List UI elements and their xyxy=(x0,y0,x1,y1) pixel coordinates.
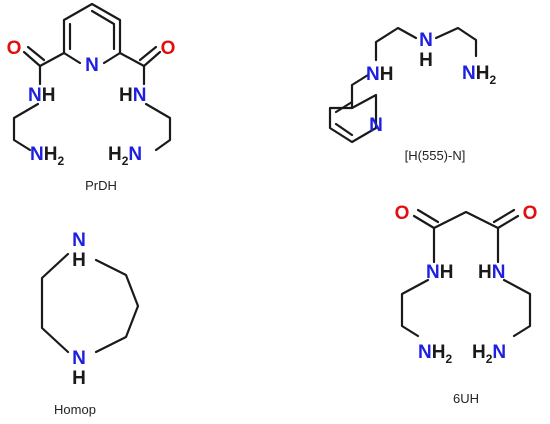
6uh-right-oxygen: O xyxy=(523,203,538,224)
molecule-h555n: N NH N H NH2 [H(555)-N] xyxy=(328,26,496,163)
h555n-secondary-amine-1: NH xyxy=(366,64,393,85)
prdh-right-amide-hn: HN xyxy=(119,85,146,106)
molecule-homop: N H N H Homop xyxy=(40,230,140,417)
6uh-right-amide-hn: HN xyxy=(478,262,505,283)
homop-caption: Homop xyxy=(54,402,96,417)
prdh-right-oxygen: O xyxy=(161,38,176,59)
prdh-ring-nitrogen: N xyxy=(85,55,99,76)
6uh-right-amine-h2n: H2N xyxy=(472,342,506,366)
prdh-left-oxygen: O xyxy=(7,38,22,59)
prdh-caption: PrDH xyxy=(85,178,117,193)
homop-nitrogen-bottom-h: H xyxy=(72,368,86,389)
prdh-left-amide-nh: NH xyxy=(28,85,55,106)
6uh-left-amine-nh2: NH2 xyxy=(418,342,452,366)
prdh-right-amine-h2n: H2N xyxy=(108,144,142,168)
h555n-secondary-amine-2-n: N xyxy=(419,30,433,51)
h555n-ring-nitrogen: N xyxy=(369,115,383,136)
molecule-6uh: O O NH HN NH2 H2N 6UH xyxy=(395,203,538,406)
homop-nitrogen-top-n: N xyxy=(72,230,86,251)
prdh-left-amine-nh2: NH2 xyxy=(30,144,64,168)
6uh-left-oxygen: O xyxy=(395,203,410,224)
6uh-left-amide-nh: NH xyxy=(426,262,453,283)
h555n-caption: [H(555)-N] xyxy=(405,148,466,163)
6uh-caption: 6UH xyxy=(453,391,479,406)
h555n-secondary-amine-2-h: H xyxy=(419,50,433,71)
molecule-prdh: N O O NH HN NH2 H2N PrDH xyxy=(7,2,176,193)
h555n-terminal-nh2: NH2 xyxy=(462,63,496,87)
homop-nitrogen-bottom-n: N xyxy=(72,348,86,369)
homop-nitrogen-top-h: H xyxy=(72,250,86,271)
